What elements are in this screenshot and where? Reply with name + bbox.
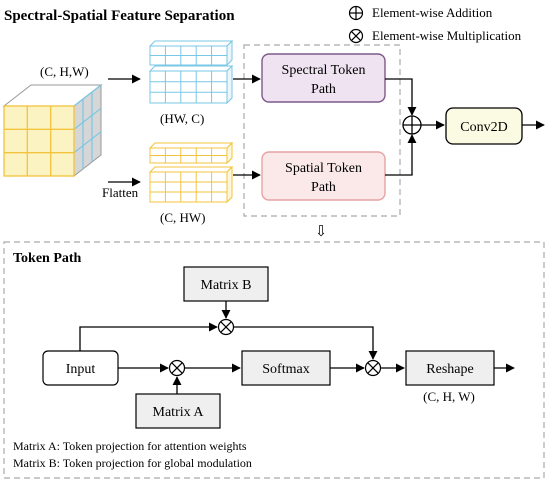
legend-multiplication-label: Element-wise Multiplication bbox=[372, 28, 522, 43]
spatial-token-grid bbox=[148, 141, 234, 204]
cube-side-lines bbox=[73, 84, 102, 169]
spatial-shape-label: (C, HW) bbox=[160, 210, 206, 225]
token-path-panel bbox=[3, 241, 545, 479]
note-matrix-a: Matrix A: Token projection for attention… bbox=[13, 439, 247, 453]
spatial-to-add bbox=[385, 134, 417, 176]
token-paths-group bbox=[243, 44, 401, 217]
spectral-shape-label: (HW, C) bbox=[160, 111, 204, 126]
input-shape-label: (C, H,W) bbox=[40, 64, 89, 79]
softmax-box bbox=[241, 350, 331, 386]
diagram-title: Spectral-Spatial Feature Separation bbox=[4, 8, 235, 24]
softmax-label: Softmax bbox=[262, 362, 309, 377]
cube-front-face bbox=[3, 105, 75, 177]
matrix-a-box bbox=[135, 393, 221, 429]
input-label: Input bbox=[66, 362, 96, 377]
hollow-down-arrow-icon: ⇩ bbox=[315, 224, 328, 240]
input-cube bbox=[2, 83, 103, 178]
spectral-token-grid bbox=[148, 39, 234, 105]
conv2d-box bbox=[445, 107, 523, 145]
spectral-path-line2: Path bbox=[311, 82, 336, 97]
spatial-token-path-box bbox=[261, 151, 386, 201]
multiply-node-final bbox=[364, 359, 382, 377]
token-path-title: Token Path bbox=[13, 251, 82, 266]
spatial-path-line1: Spatial Token bbox=[285, 161, 362, 176]
multiply-node-lower bbox=[168, 359, 186, 377]
legend-addition-label: Element-wise Addition bbox=[372, 5, 493, 20]
conv2d-label: Conv2D bbox=[460, 120, 507, 135]
input-to-upper-mult bbox=[79, 322, 218, 351]
reshape-box bbox=[405, 350, 495, 386]
matrix-b-box bbox=[183, 266, 269, 302]
matrix-a-label: Matrix A bbox=[153, 405, 205, 420]
legend-multiplication: Element-wise Multiplication bbox=[348, 28, 522, 44]
addition-node bbox=[402, 115, 422, 135]
spectral-to-add bbox=[385, 78, 417, 116]
multiply-node-upper bbox=[217, 318, 235, 336]
reshape-label: Reshape bbox=[426, 362, 473, 377]
spectral-path-line1: Spectral Token bbox=[282, 63, 366, 78]
matrix-b-label: Matrix B bbox=[201, 278, 252, 293]
upper-mult-to-final-mult bbox=[234, 326, 378, 360]
spatial-path-line2: Path bbox=[311, 180, 336, 195]
legend-addition: Element-wise Addition bbox=[348, 5, 493, 21]
flatten-label: Flatten bbox=[102, 185, 139, 200]
output-shape-label: (C, H, W) bbox=[423, 389, 475, 404]
note-matrix-b: Matrix B: Token projection for global mo… bbox=[13, 456, 252, 470]
spectral-token-path-box bbox=[261, 53, 386, 103]
